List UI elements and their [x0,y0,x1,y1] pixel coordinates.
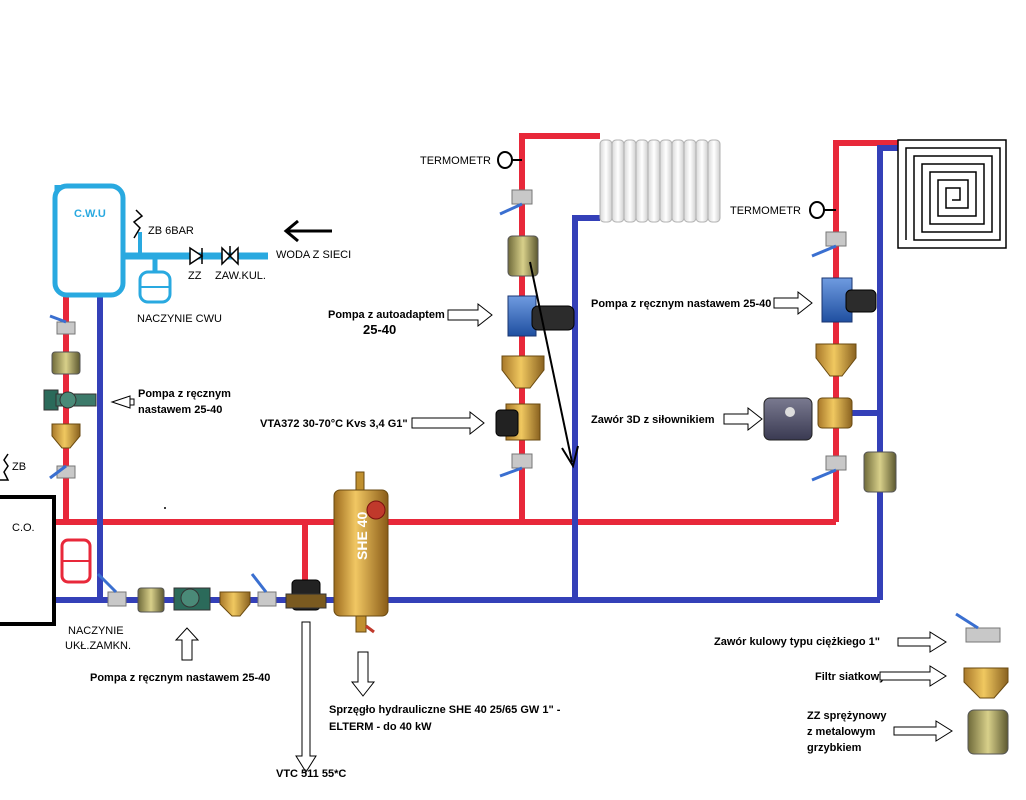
thermometer-left: TERMOMETR [420,151,522,169]
boiler-label: C.O. [12,522,35,534]
pump-left-callout: Pompa z ręcznym nastawem 25-40 [110,388,231,416]
actuator-3d [763,397,813,441]
naczynie-cwu-label: NACZYNIE CWU [137,313,222,325]
cwu-loop-fittings [43,314,97,480]
water-inlet-arrow: WODA Z SIECI [276,219,351,261]
thermometer-right: TERMOMETR [730,201,836,219]
cold-pipe-radiator [572,215,600,600]
zb-label: ZB [12,461,26,473]
vta372-callout: VTA372 30-70°C Kvs 3,4 G1" [260,410,485,436]
she40-callout: Sprzęgło hydrauliczne SHE 40 25/65 GW 1"… [329,651,561,733]
pump-auto-label-2: 25-40 [363,322,396,337]
legend-ball-valve-label: Zawór kulowy typu ciężkiego 1" [714,636,880,648]
termometr-left-label: TERMOMETR [420,155,491,167]
ball-valve-kul: ZAW.KUL. [215,246,266,282]
legend-zz-label-2: z metalowym [807,726,876,738]
stray-dot [164,507,166,509]
vta372-label: VTA372 30-70°C Kvs 3,4 G1" [260,418,408,430]
radiator-fins [599,139,721,223]
cwu-tank: C.W.U [52,183,126,298]
flow-arrow-diagonal [529,261,579,469]
pump-right-label: Pompa z ręcznym nastawem 25-40 [591,298,771,310]
legend: Zawór kulowy typu ciężkiego 1" Filtr sia… [714,612,1009,755]
return-line-fittings [96,572,277,617]
pump-left-label-1: Pompa z ręcznym [138,388,231,400]
pump-bottom-callout: Pompa z ręcznym nastawem 25-40 [90,627,270,684]
naczynie-ukl-label-2: UKŁ.ZAMKN. [65,640,131,652]
naczynie-ukl-label-1: NACZYNIE [68,625,124,637]
legend-filter-label: Filtr siatkowy [815,671,886,683]
vtc511-label: VTC 511 55*C [276,768,346,780]
boiler: C.O. [0,495,56,626]
hot-pipe-radiator [519,133,600,522]
safety-valve-6bar: ZB 6BAR [132,209,194,239]
closed-expansion-vessel: NACZYNIE UKŁ.ZAMKN. [60,538,131,652]
pump-autoadapt-callout: Pompa z autoadaptem 25-40 [328,302,493,337]
legend-ball-valve: Zawór kulowy typu ciężkiego 1" [714,612,1001,653]
hot-pipe-floor [833,140,898,522]
zawor-3d-callout: Zawór 3D z siłownikiem [591,406,763,432]
legend-zz-label-1: ZZ sprężynowy [807,710,887,722]
she40-separator: SHE 40 [333,471,389,634]
she40-body-text: SHE 40 [354,512,370,560]
radiator [599,139,721,223]
legend-check-valve: ZZ sprężynowy z metalowym grzybkiem [807,709,1009,755]
sprzeglo-label-1: Sprzęgło hydrauliczne SHE 40 25/65 GW 1"… [329,704,561,716]
vtc511-valve: VTC 511 55*C [276,579,346,780]
radiator-circuit-fittings [495,189,575,478]
zawkul-label: ZAW.KUL. [215,270,266,282]
legend-filter: Filtr siatkowy [815,665,1009,699]
zb6bar-label: ZB 6BAR [148,225,194,237]
cold-pipe-floor [877,145,898,600]
woda-label: WODA Z SIECI [276,249,351,261]
pump-auto-label-1: Pompa z autoadaptem [328,309,445,321]
floor-circuit-fittings [811,231,897,493]
pump-bottom-label: Pompa z ręcznym nastawem 25-40 [90,672,270,684]
legend-zz-label-3: grzybkiem [807,742,862,754]
pump-right-callout: Pompa z ręcznym nastawem 25-40 [591,290,813,316]
floor-heating-coil [897,139,1007,249]
sprzeglo-label-2: ELTERM - do 40 kW [329,721,432,733]
boiler-safety-valve: ZB [0,453,26,481]
pump-left-label-2: nastawem 25-40 [138,404,222,416]
check-valve-zz: ZZ [188,246,204,282]
zawor-3d-label: Zawór 3D z siłownikiem [591,414,715,426]
cwu-label: C.W.U [74,208,106,220]
cwu-expansion-vessel: NACZYNIE CWU [137,270,222,325]
termometr-right-label: TERMOMETR [730,205,801,217]
zz-label: ZZ [188,270,202,282]
